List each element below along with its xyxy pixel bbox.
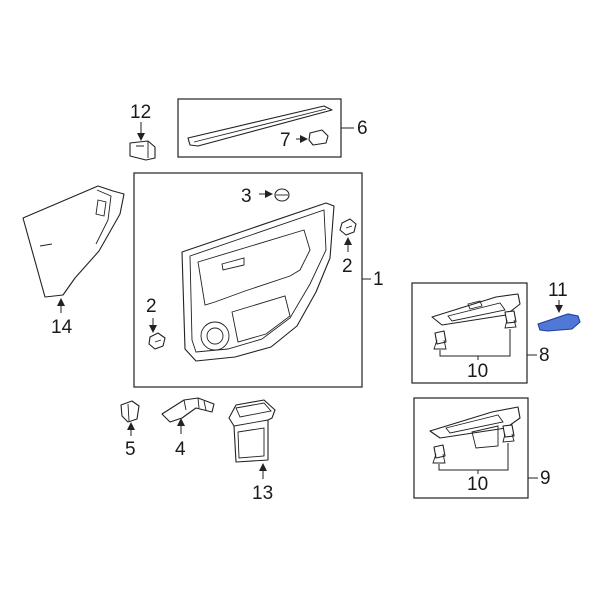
part-3-clip[interactable] xyxy=(274,188,290,202)
callout-7: 7 xyxy=(280,130,291,151)
callout-6: 6 xyxy=(357,118,368,139)
part-2-screw-lower[interactable] xyxy=(148,332,166,350)
part-2-screw-upper[interactable] xyxy=(339,218,357,236)
box-8 xyxy=(411,282,528,384)
part-10-clip-left-lower[interactable] xyxy=(432,444,446,464)
callout-12: 12 xyxy=(130,102,151,123)
part-12-clip[interactable] xyxy=(129,140,156,161)
callout-5: 5 xyxy=(125,439,136,460)
callout-3: 3 xyxy=(241,186,252,207)
callout-2b: 2 xyxy=(146,296,157,317)
callout-10b: 10 xyxy=(467,474,488,495)
box-9 xyxy=(413,397,529,499)
part-7-clip[interactable] xyxy=(308,129,329,146)
part-14-insulator[interactable] xyxy=(22,185,125,298)
part-6-moulding[interactable] xyxy=(187,105,333,147)
part-8-switch-bezel[interactable] xyxy=(431,293,521,326)
callout-1: 1 xyxy=(373,269,384,290)
part-5-clip[interactable] xyxy=(120,400,140,423)
part-10-clip-right-lower[interactable] xyxy=(502,424,515,443)
leader-10b xyxy=(438,443,509,471)
part-10-clip-left-upper[interactable] xyxy=(433,330,447,350)
part-10-clip-right-upper[interactable] xyxy=(504,310,517,329)
leader-10a xyxy=(439,329,511,357)
callout-14: 14 xyxy=(51,317,73,338)
part-4-bracket[interactable] xyxy=(161,397,215,423)
part-1-door-trim-panel[interactable] xyxy=(181,202,335,362)
callout-13: 13 xyxy=(252,483,273,504)
callout-4: 4 xyxy=(175,439,186,460)
part-13-pocket[interactable] xyxy=(228,399,276,463)
callout-2a: 2 xyxy=(342,256,353,277)
part-11-cover[interactable] xyxy=(537,313,581,332)
callout-11: 11 xyxy=(548,280,568,301)
callout-10a: 10 xyxy=(467,361,488,382)
box-1 xyxy=(133,172,363,388)
callout-8: 8 xyxy=(539,345,550,366)
part-9-switch-bezel[interactable] xyxy=(429,406,521,449)
callout-9: 9 xyxy=(540,468,551,489)
